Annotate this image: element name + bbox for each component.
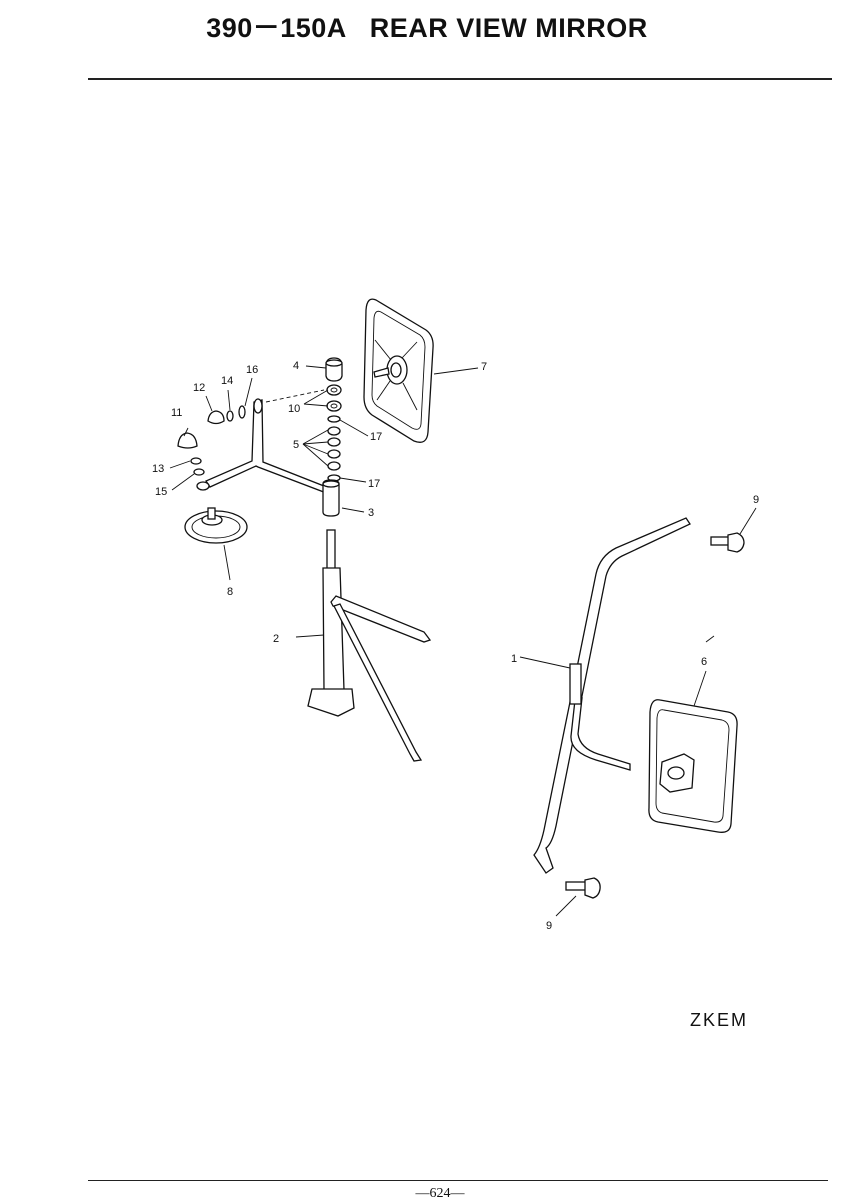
label-part-7: 7	[481, 361, 487, 373]
label-part-16: 16	[246, 364, 258, 376]
label-part-9-lower: 9	[546, 920, 552, 932]
header-rule	[88, 78, 832, 80]
mirror-large	[363, 298, 434, 443]
base-plate	[184, 507, 248, 544]
label-part-11: 11	[171, 407, 182, 419]
assembly-dashed-line	[265, 389, 325, 403]
label-part-4: 4	[293, 360, 299, 372]
small-fasteners	[177, 405, 246, 476]
label-part-6: 6	[701, 656, 707, 668]
label-part-5: 5	[293, 439, 299, 451]
label-part-8: 8	[227, 586, 233, 598]
label-part-3: 3	[368, 507, 374, 519]
watermark-text: ZKEM	[690, 1010, 749, 1030]
label-part-14: 14	[221, 375, 233, 387]
label-part-2: 2	[273, 633, 279, 645]
label-part-15: 15	[155, 486, 167, 498]
mirror-small	[648, 699, 738, 833]
label-part-13: 13	[152, 463, 164, 475]
page-title: 390－150A REAR VIEW MIRROR	[206, 13, 648, 43]
bolt-upper	[710, 532, 745, 553]
mirror-arm	[196, 398, 340, 517]
label-part-10: 10	[288, 403, 300, 415]
label-part-12: 12	[193, 382, 205, 394]
mirror-stay	[307, 529, 432, 762]
footer-rule	[88, 1180, 828, 1181]
mirror-stay-long	[533, 517, 691, 874]
leader-lines	[169, 365, 757, 917]
label-part-17-upper: 17	[370, 431, 382, 443]
cap-part-4	[325, 357, 343, 382]
page-number: —624—	[415, 1186, 465, 1201]
label-part-17-lower: 17	[368, 478, 380, 490]
bolt-lower	[565, 877, 601, 899]
label-part-1: 1	[511, 653, 517, 665]
washer-stack	[326, 384, 342, 482]
label-part-9-upper: 9	[753, 494, 759, 506]
